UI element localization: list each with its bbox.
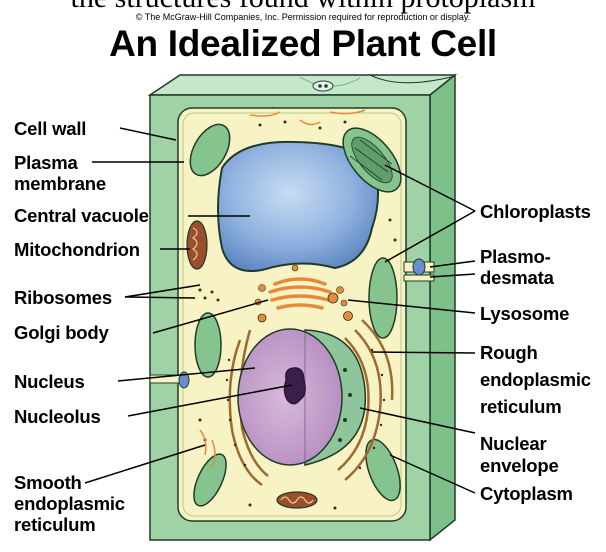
label-membrane: membrane [14, 173, 106, 194]
label-chloroplasts: Chloroplasts [480, 201, 591, 222]
label-smooth-reticulum: reticulum [14, 514, 95, 535]
label-smooth-endoplasmic: endoplasmic [14, 493, 125, 514]
label-nuclear: Nuclear [480, 433, 546, 454]
label-nucleolus: Nucleolus [14, 406, 101, 427]
label-envelope: envelope [480, 455, 559, 476]
wall-pore-icon [313, 81, 333, 91]
label-desmata: desmata [480, 267, 554, 288]
mitochondrion-left [187, 221, 207, 269]
label-rough: Rough [480, 342, 538, 363]
chloroplast-right-middle [369, 258, 397, 338]
label-central-vacuole: Central vacuole [14, 205, 149, 226]
plasmodesmata [404, 259, 434, 281]
mitochondrion-bottom [277, 492, 317, 508]
label-golgi-body: Golgi body [14, 322, 109, 343]
label-nucleus: Nucleus [14, 371, 85, 392]
label-mitochondrion: Mitochondrion [14, 239, 140, 260]
label-plasma: Plasma [14, 152, 78, 173]
label-plasmo: Plasmo- [480, 246, 551, 267]
label-cytoplasm: Cytoplasm [480, 483, 573, 504]
label-rough-endoplasmic: endoplasmic [480, 369, 591, 390]
label-cell-wall: Cell wall [14, 118, 86, 139]
label-ribosomes: Ribosomes [14, 287, 112, 308]
label-rough-reticulum: reticulum [480, 396, 561, 417]
label-smooth: Smooth [14, 472, 82, 493]
chloroplast-left-middle [195, 313, 221, 377]
label-lysosome: Lysosome [480, 303, 569, 324]
